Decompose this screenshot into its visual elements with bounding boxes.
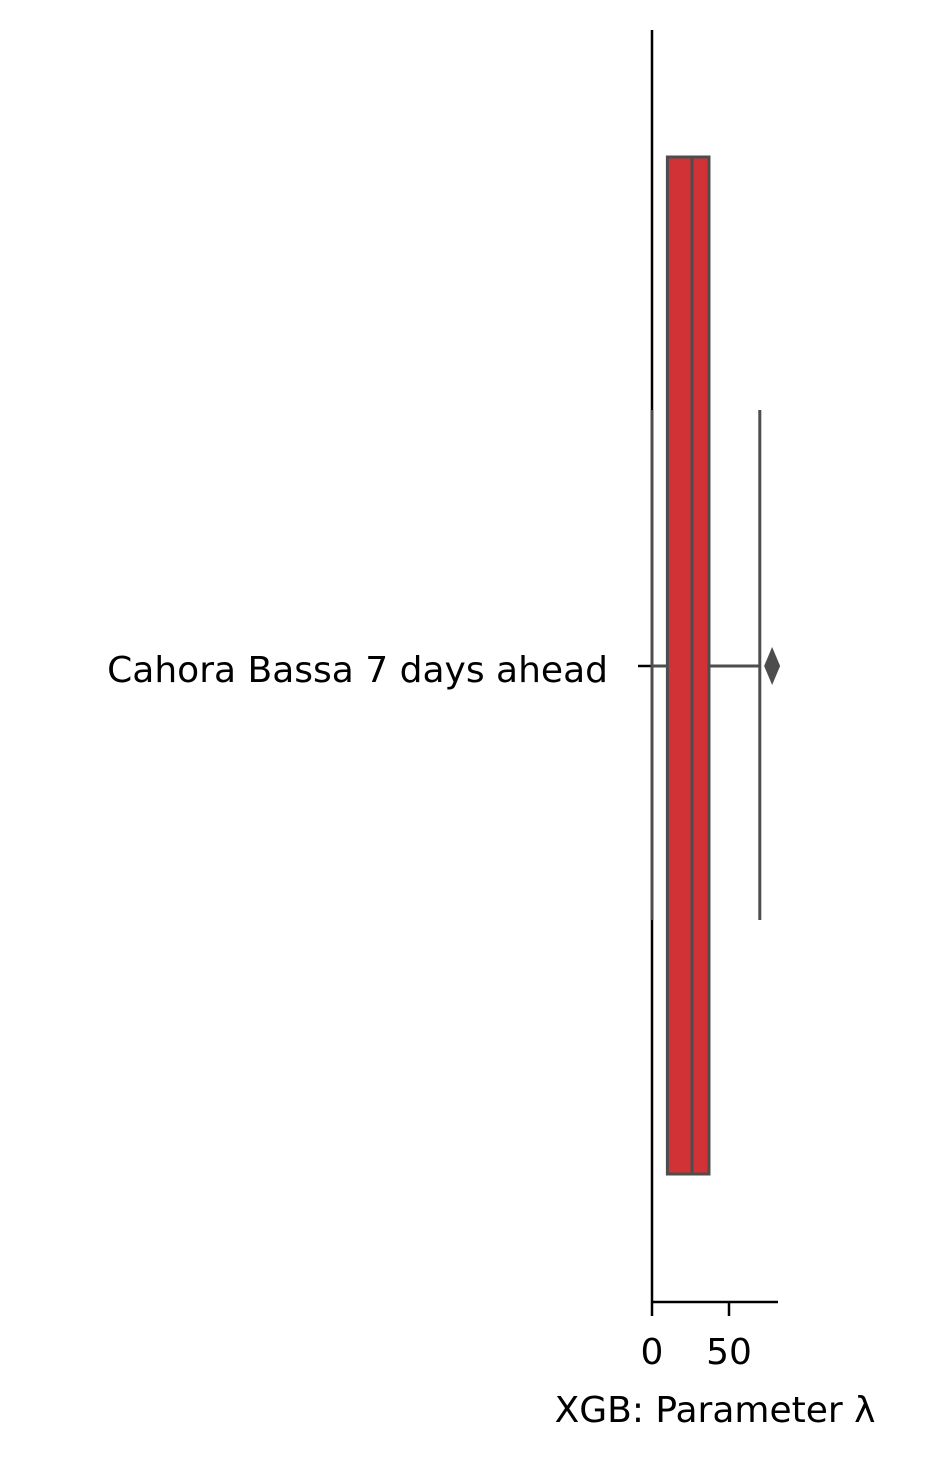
x-tick-label-50: 50	[706, 1332, 752, 1373]
y-tick-label: Cahora Bassa 7 days ahead	[107, 650, 608, 691]
x-axis-label: XGB: Parameter λ	[555, 1390, 876, 1431]
iqr-box	[665, 155, 711, 1176]
outlier-marker	[764, 647, 781, 685]
outlier-group	[764, 647, 781, 685]
x-tick-label-0: 0	[641, 1332, 664, 1373]
